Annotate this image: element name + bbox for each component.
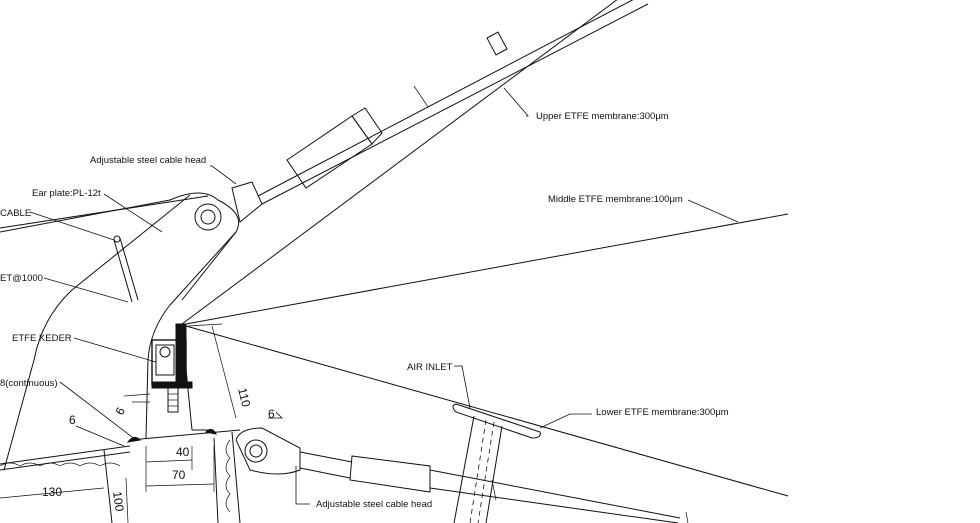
label-continuous: 8(continuous)	[0, 378, 58, 389]
annotation-labels: Upper ETFE membrane:300μm Middle ETFE me…	[0, 111, 729, 510]
label-cable-head-bottom: Adjustable steel cable head	[316, 499, 432, 510]
label-keder: ETFE KEDER	[12, 333, 72, 344]
lower-cable-assembly	[235, 403, 689, 523]
dim-100: 100	[110, 490, 127, 512]
dim-110: 110	[235, 386, 253, 408]
label-upper-membrane: Upper ETFE membrane:300μm	[536, 111, 669, 122]
label-ear-plate: Ear plate:PL-12t	[32, 188, 101, 199]
dim-70: 70	[172, 468, 186, 482]
label-lower-membrane: Lower ETFE membrane:300μm	[596, 407, 729, 418]
continuous-coil	[0, 439, 231, 513]
weld-small: 6	[112, 404, 128, 417]
keder-profile	[151, 323, 193, 413]
label-cable-head-top: Adjustable steel cable head	[90, 155, 206, 166]
middle-membrane-line	[185, 213, 789, 325]
upper-cable-assembly	[0, 0, 649, 301]
label-middle-membrane: Middle ETFE membrane:100μm	[548, 194, 683, 205]
weld-left: 6	[69, 413, 76, 427]
label-air-inlet: AIR INLET	[407, 362, 453, 373]
dimension-lines	[0, 323, 237, 523]
dim-130: 130	[42, 485, 62, 499]
dim-40: 40	[176, 445, 190, 459]
lower-membrane-line	[185, 325, 789, 497]
weld-right: 6	[268, 407, 275, 421]
support-frame	[0, 194, 241, 523]
leader-lines	[29, 87, 739, 505]
membranes	[181, 0, 789, 497]
label-bracket: ET@1000	[0, 273, 43, 284]
upper-membrane-line	[181, 0, 618, 325]
label-cable: CABLE	[0, 208, 31, 219]
